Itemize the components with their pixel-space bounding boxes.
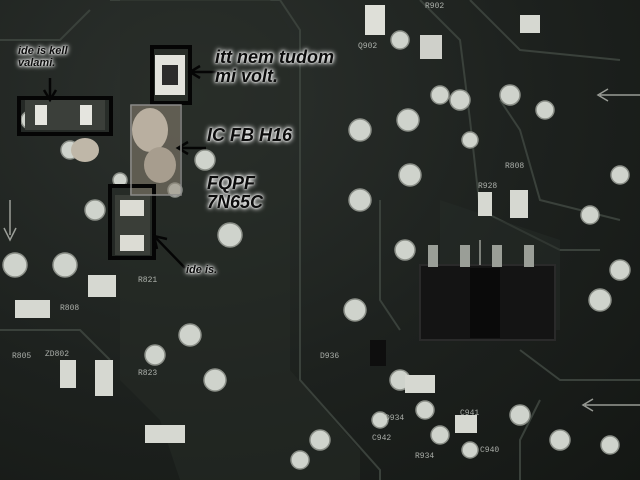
annotation-bottom: ide is. bbox=[186, 264, 218, 276]
marker-arrows bbox=[42, 64, 222, 269]
marker-boxes bbox=[17, 45, 192, 260]
silk-label: R934 bbox=[415, 452, 434, 461]
silk-label: C941 bbox=[460, 409, 479, 418]
smd-components bbox=[15, 5, 540, 443]
silk-label: R821 bbox=[138, 276, 157, 285]
silk-label: Q902 bbox=[358, 42, 377, 51]
silkscreen-arrows bbox=[3, 88, 640, 412]
silk-label: R808 bbox=[60, 304, 79, 313]
silk-label: D934 bbox=[385, 414, 404, 423]
silk-label: R928 bbox=[478, 182, 497, 191]
reworked-area bbox=[71, 105, 180, 195]
silk-label: R808 bbox=[505, 162, 524, 171]
silk-label: C942 bbox=[372, 434, 391, 443]
annotation-ic-label: IC FB H16 bbox=[207, 125, 293, 145]
copper-areas bbox=[120, 0, 560, 480]
annotation-top-left: ide is kell valami. bbox=[18, 45, 68, 69]
silk-label: D936 bbox=[320, 352, 339, 361]
annotation-part-number: FQPF 7N65C bbox=[207, 173, 264, 212]
silk-label: ZD802 bbox=[45, 350, 69, 359]
ic-highlight-box bbox=[130, 104, 182, 196]
mosfet-package bbox=[419, 245, 556, 341]
silk-label: C940 bbox=[480, 446, 499, 455]
silk-label: R902 bbox=[425, 2, 444, 11]
silkscreen-labels: R808 R805 ZD802 R823 R821 D936 D934 C941… bbox=[12, 2, 524, 461]
silk-label: R823 bbox=[138, 369, 157, 378]
annotation-top-right: itt nem tudom mi volt. bbox=[215, 47, 334, 86]
silk-label: R805 bbox=[12, 352, 31, 361]
